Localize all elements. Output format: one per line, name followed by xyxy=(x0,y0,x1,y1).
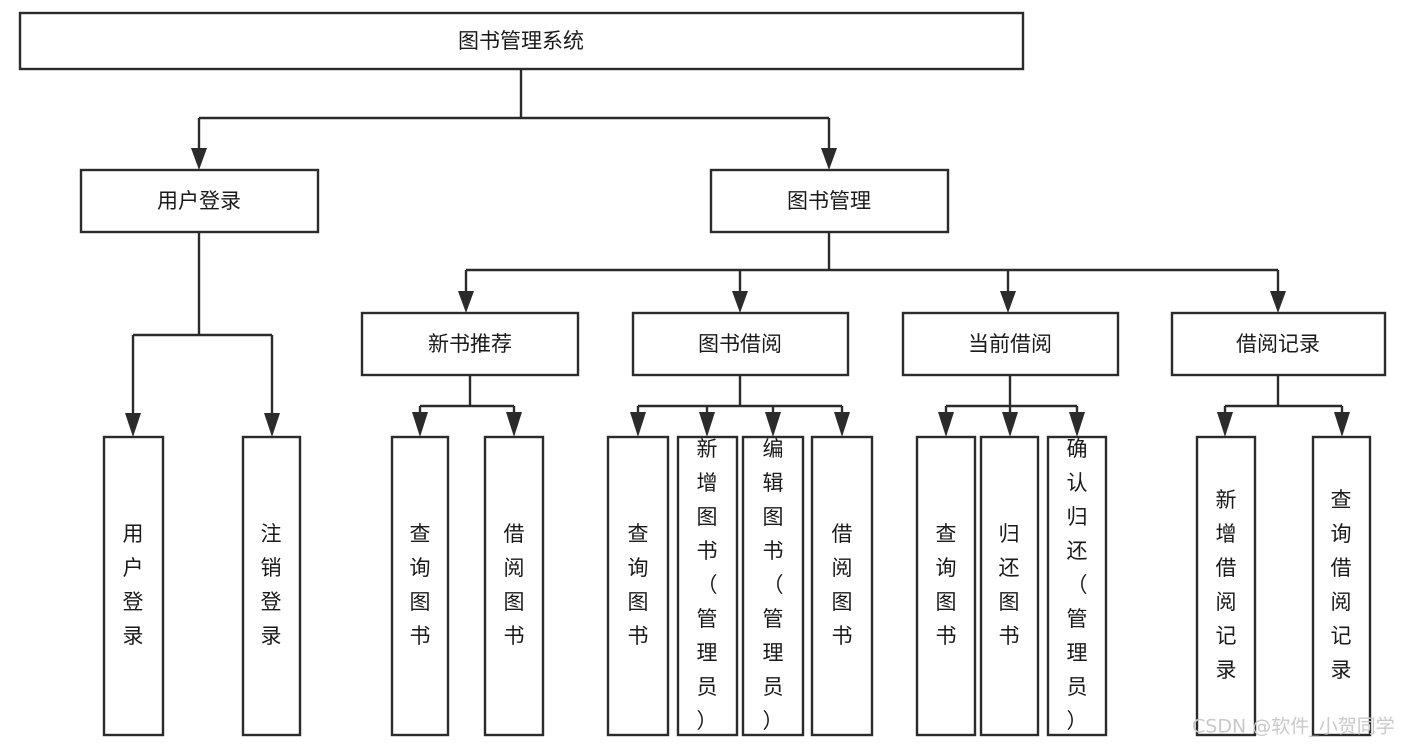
arrow-head-current-borrow xyxy=(1000,291,1016,313)
arrow-head-leaf-return-book xyxy=(1002,412,1018,437)
arrow-head-leaf-add-record xyxy=(1217,412,1233,437)
node-current-borrow-label: 当前借阅 xyxy=(968,332,1052,356)
node-leaf-return-book-label: 归还图书 xyxy=(999,522,1020,648)
node-book-borrow-label: 图书借阅 xyxy=(698,332,782,356)
node-leaf-query-book-3[interactable]: 查询图书 xyxy=(915,435,977,737)
node-user-login-label: 用户登录 xyxy=(157,189,241,213)
node-leaf-query-book-3-label: 查询图书 xyxy=(936,522,957,648)
node-leaf-query-book-1-label: 查询图书 xyxy=(410,522,431,648)
node-root[interactable]: 图书管理系统 xyxy=(18,11,1025,71)
node-root-label: 图书管理系统 xyxy=(458,29,584,53)
arrow-head-leaf-logout xyxy=(264,413,280,437)
node-new-book-rec-label: 新书推荐 xyxy=(428,332,512,356)
node-new-book-rec[interactable]: 新书推荐 xyxy=(360,311,580,377)
arrow-head-leaf-query-book-3 xyxy=(938,412,954,437)
arrow-head-book-borrow xyxy=(732,291,748,313)
node-leaf-return-book[interactable]: 归还图书 xyxy=(979,435,1040,737)
arrow-head-leaf-edit-book xyxy=(765,412,781,437)
arrow-head-leaf-query-record xyxy=(1334,412,1350,437)
arrow-head-leaf-confirm-return xyxy=(1069,412,1085,437)
arrow-head-user-login xyxy=(191,148,207,170)
node-leaf-query-record[interactable]: 查询借阅记录 xyxy=(1311,435,1372,737)
node-leaf-borrow-book-2-label: 借阅图书 xyxy=(832,522,853,648)
node-leaf-query-record-label: 查询借阅记录 xyxy=(1331,488,1352,682)
node-leaf-borrow-book-2[interactable]: 借阅图书 xyxy=(810,435,874,737)
arrow-head-leaf-borrow-book-2 xyxy=(834,412,850,437)
node-leaf-add-record[interactable]: 新增借阅记录 xyxy=(1195,435,1257,737)
node-leaf-edit-book[interactable]: 编辑图书（管理员） xyxy=(741,435,805,737)
arrow-head-leaf-add-book xyxy=(699,412,715,437)
arrow-head-new-book-rec xyxy=(458,291,474,313)
node-book-manage-label: 图书管理 xyxy=(787,189,871,213)
node-leaf-confirm-return[interactable]: 确认归还（管理员） xyxy=(1046,435,1108,737)
node-leaf-user-login-label: 用户登录 xyxy=(123,522,144,648)
node-leaf-confirm-return-label: 确认归还（管理员） xyxy=(1067,437,1088,733)
arrow-head-leaf-user-login xyxy=(125,413,141,437)
node-leaf-query-book-1[interactable]: 查询图书 xyxy=(390,435,450,737)
node-leaf-query-book-2-label: 查询图书 xyxy=(628,522,649,648)
node-borrow-record[interactable]: 借阅记录 xyxy=(1170,311,1387,377)
node-book-borrow[interactable]: 图书借阅 xyxy=(631,311,850,377)
node-leaf-edit-book-label: 编辑图书（管理员） xyxy=(763,437,784,733)
node-leaf-logout[interactable]: 注销登录 xyxy=(241,435,302,737)
node-current-borrow[interactable]: 当前借阅 xyxy=(901,311,1120,377)
node-leaf-query-book-2[interactable]: 查询图书 xyxy=(606,435,670,737)
node-leaf-borrow-book-1[interactable]: 借阅图书 xyxy=(483,435,545,737)
arrow-head-borrow-record xyxy=(1270,291,1286,313)
node-leaf-add-book[interactable]: 新增图书（管理员） xyxy=(676,435,739,737)
connector-layer xyxy=(125,69,1350,437)
arrow-head-leaf-borrow-book-1 xyxy=(506,412,522,437)
arrow-head-leaf-query-book-1 xyxy=(412,412,428,437)
node-leaf-add-book-label: 新增图书（管理员） xyxy=(697,437,718,733)
csdn-watermark: CSDN @软件_小贺同学 xyxy=(1192,716,1395,738)
node-leaf-user-login[interactable]: 用户登录 xyxy=(102,435,165,737)
node-leaf-add-record-label: 新增借阅记录 xyxy=(1216,488,1237,682)
node-borrow-record-label: 借阅记录 xyxy=(1236,332,1320,356)
node-leaf-borrow-book-1-label: 借阅图书 xyxy=(504,522,525,648)
arrow-head-leaf-query-book-2 xyxy=(630,412,646,437)
node-leaf-logout-label: 注销登录 xyxy=(261,522,282,648)
node-user-login[interactable]: 用户登录 xyxy=(79,168,320,234)
node-book-manage[interactable]: 图书管理 xyxy=(709,168,950,234)
arrow-head-book-manage xyxy=(821,148,837,170)
